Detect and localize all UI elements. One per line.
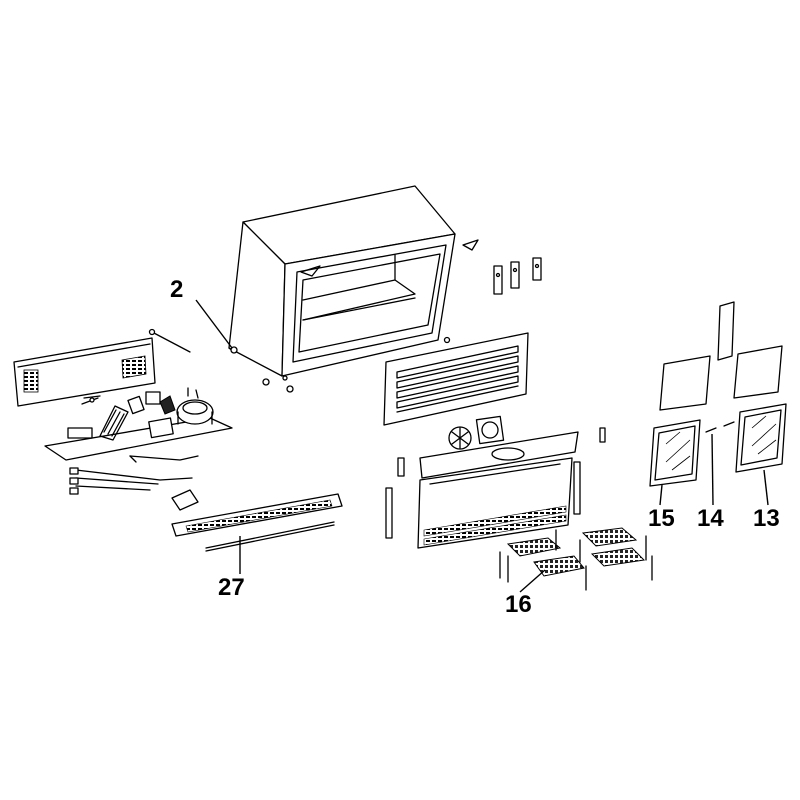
callout-15: 15 [648, 505, 675, 532]
callout-13: 13 [753, 505, 780, 532]
lower-panel [385, 427, 606, 549]
wiring-harness [69, 455, 199, 511]
cabinet [228, 185, 456, 393]
evaporator-coil [383, 332, 529, 426]
callout-14: 14 [697, 505, 724, 532]
kick-plate [171, 493, 343, 552]
glass-panels [649, 301, 787, 487]
filter-grilles [499, 527, 653, 591]
screw-and-wire [148, 328, 191, 353]
callout-16: 16 [505, 591, 532, 618]
fan-assembly [448, 415, 505, 450]
callout-2: 2 [170, 276, 184, 303]
back-panel [13, 337, 156, 407]
hinge-brackets [462, 239, 542, 295]
leader-lines [195, 299, 769, 593]
callout-27: 27 [218, 574, 245, 601]
compressor-assembly [44, 387, 233, 461]
